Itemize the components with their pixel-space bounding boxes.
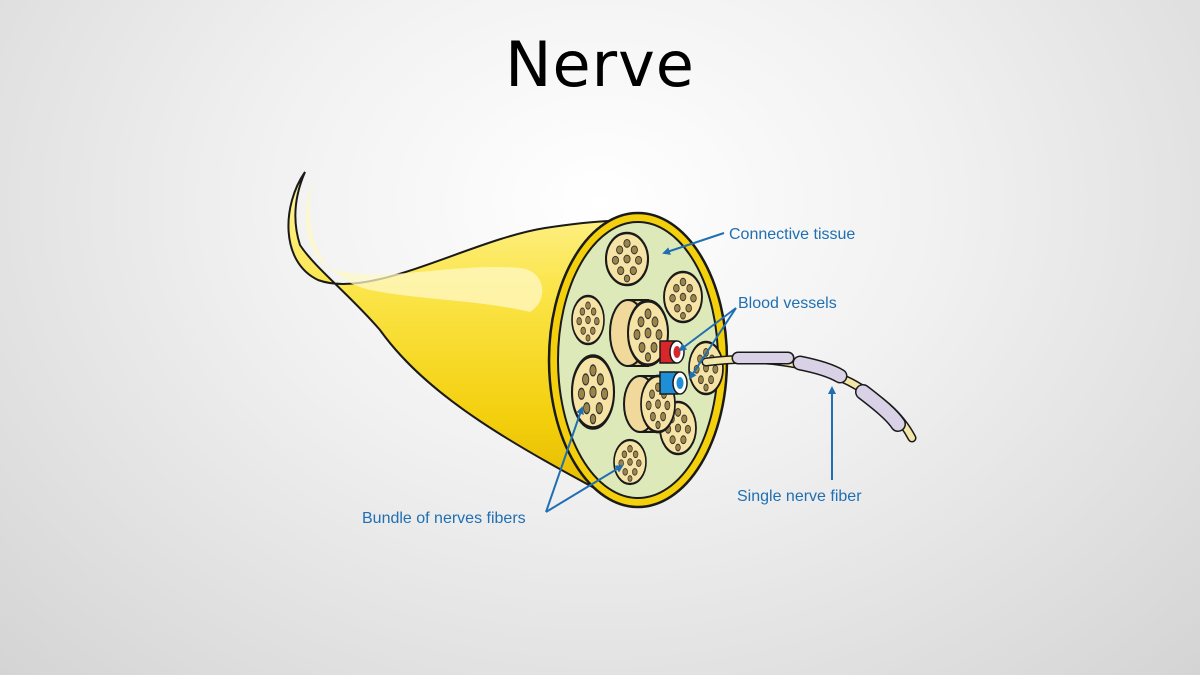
label-single-nerve-fiber: Single nerve fiber [737,488,862,505]
single-nerve-fiber [701,351,917,443]
fascicle [570,294,606,346]
fascicle [604,231,650,287]
connective-tissue-arrow [662,232,725,255]
label-blood-vessels: Blood vessels [738,295,837,312]
label-bundle-of-nerve-fibers: Bundle of nerves fibers [362,510,526,527]
artery [659,340,685,364]
blood-vessels-arrow [678,307,737,352]
fascicle [687,340,725,396]
raised-fascicle [609,299,670,367]
fascicle [662,270,704,324]
fascicle [612,438,648,486]
bundle-arrow [545,406,584,513]
raised-fascicle [623,374,677,434]
sheath-highlight [305,182,543,312]
blood-vessels-arrow [688,307,737,380]
slide-title: Nerve [505,28,695,101]
label-connective-tissue: Connective tissue [729,226,855,243]
bundle-arrow [545,464,624,513]
vein [659,371,688,395]
